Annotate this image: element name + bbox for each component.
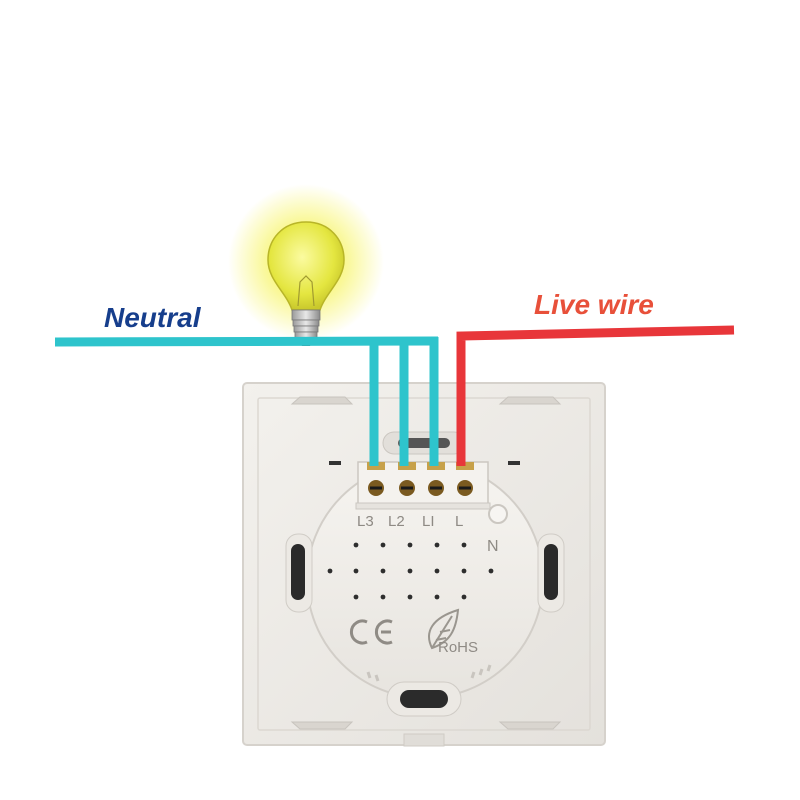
module-screw-hole — [488, 504, 508, 524]
module-vent-ticks — [366, 664, 492, 682]
module-vent-dots — [327, 542, 494, 600]
neutral-main-wire — [54, 336, 439, 347]
live-wire-label: Live wire — [534, 289, 654, 320]
terminal-label-n: N — [487, 538, 499, 555]
module-bottom-slot — [386, 681, 462, 717]
live-wire — [456, 325, 735, 466]
neutral-label: Neutral — [104, 302, 202, 333]
plate-clip-bottom-right — [498, 721, 562, 730]
terminal-label-l3: L3 — [357, 513, 374, 530]
terminal-screw-l — [457, 480, 473, 496]
mount-ear-right — [537, 533, 565, 613]
rohs-mark: RoHS — [438, 639, 478, 656]
terminal-label-l: L — [455, 513, 463, 530]
switch-module: RoHS — [285, 431, 565, 717]
terminal-label-l2: L2 — [388, 513, 405, 530]
plate-clip-bottom-left — [290, 721, 354, 730]
mount-ear-left — [285, 533, 313, 613]
plate-clip-top-left — [290, 396, 354, 405]
neutral-wires — [54, 336, 439, 466]
plate-clip-top-right — [498, 396, 562, 405]
terminal-screw-l1 — [428, 480, 444, 496]
light-bulb-icon — [228, 184, 384, 346]
terminal-screw-l3 — [368, 480, 384, 496]
ce-mark-icon — [349, 619, 393, 645]
terminal-screw-l2 — [399, 480, 415, 496]
leaf-icon — [428, 608, 460, 650]
terminal-label-l1: LI — [422, 513, 435, 530]
plate-bottom-notch — [403, 733, 445, 747]
